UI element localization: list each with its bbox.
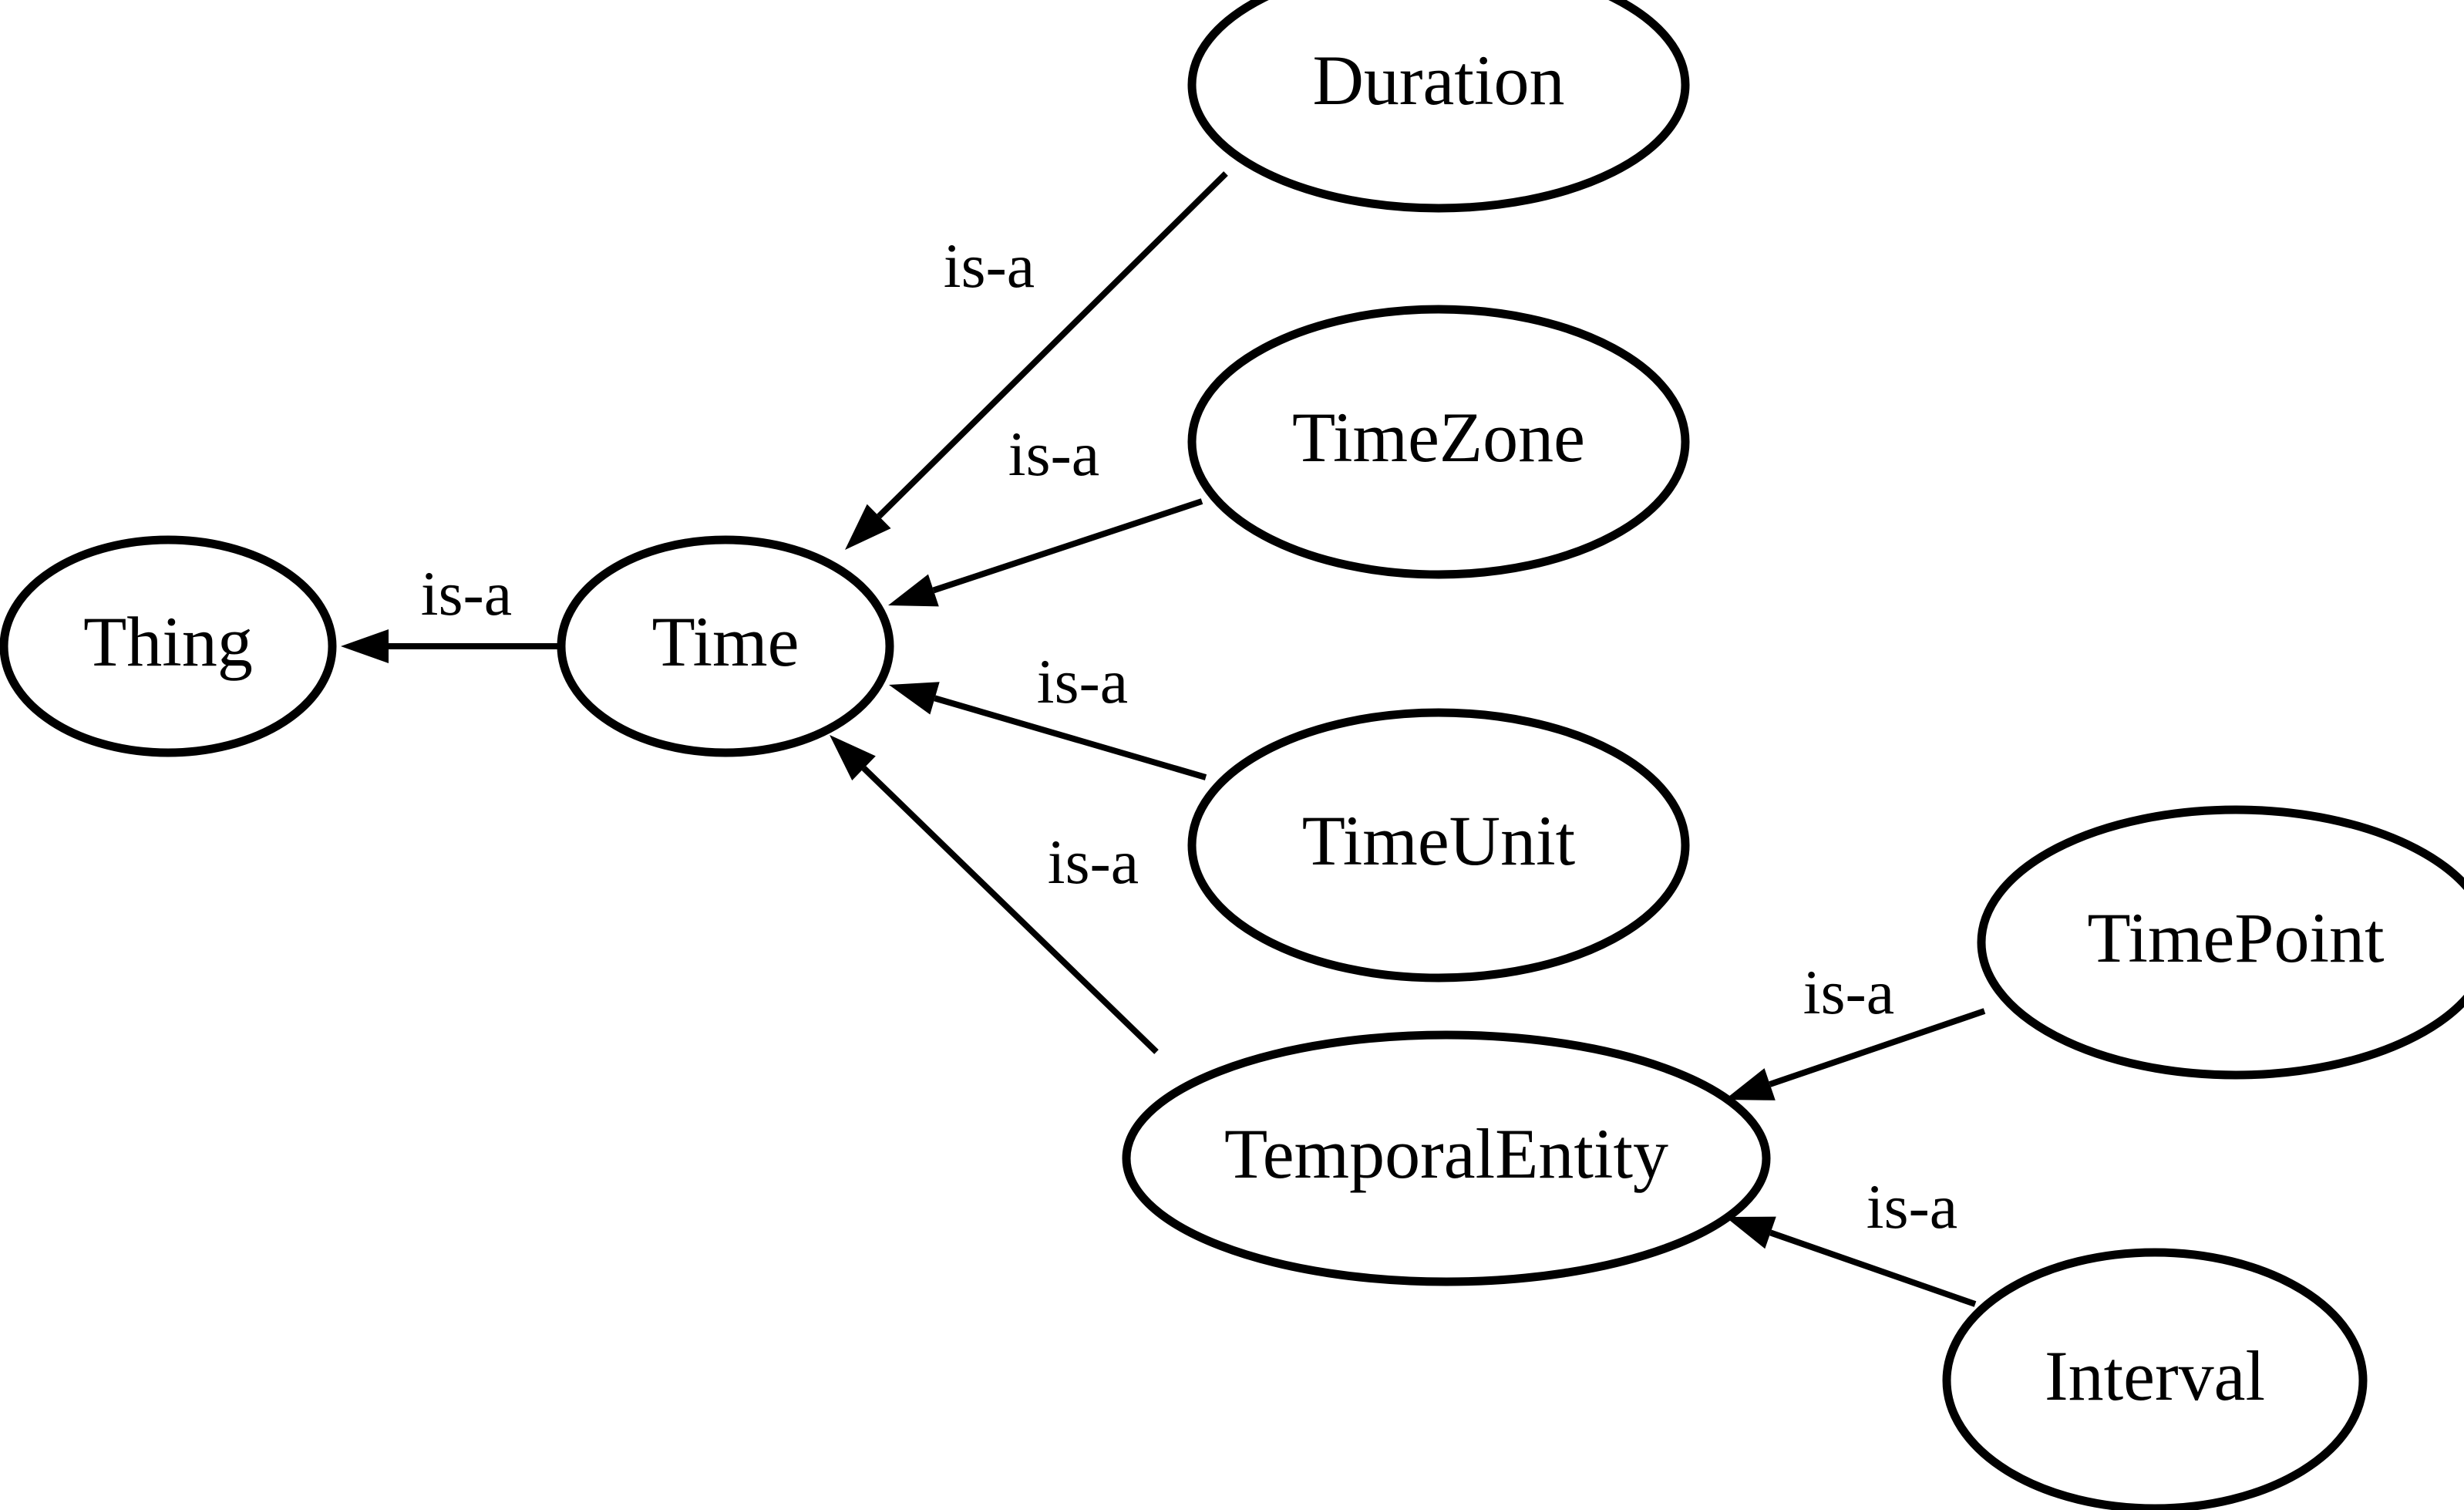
edge-line: [861, 766, 1159, 1054]
node-timeunit[interactable]: TimeUnit: [1187, 708, 1690, 983]
node-label: TimeZone: [1292, 398, 1585, 477]
arrowhead-icon: [1725, 1068, 1776, 1100]
node-ellipse[interactable]: [1187, 0, 1690, 213]
node-label: TimeUnit: [1302, 801, 1576, 880]
node-label: Time: [652, 602, 799, 681]
arrowhead-icon: [1725, 1216, 1776, 1249]
edge-line: [932, 498, 1203, 594]
edge-timezone-to-time: [888, 498, 1203, 607]
node-label: TemporalEntity: [1224, 1114, 1668, 1193]
edges-layer: [341, 171, 1986, 1307]
node-label: Interval: [2045, 1336, 2265, 1415]
node-ellipse[interactable]: [1942, 1248, 2368, 1510]
edge-interval-to-temporalentity: [1725, 1216, 1977, 1307]
node-time[interactable]: Time: [557, 535, 894, 757]
edge-label-timepoint-to-temporalentity: is-a: [1803, 957, 1894, 1027]
edge-label-time-to-thing: is-a: [421, 558, 512, 629]
edge-timepoint-to-temporalentity: [1725, 1008, 1986, 1100]
edge-temporalentity-to-time: [830, 735, 1159, 1054]
edge-duration-to-time: [845, 171, 1228, 550]
node-ellipse[interactable]: [1187, 708, 1690, 983]
edge-label-timezone-to-time: is-a: [1008, 419, 1099, 489]
node-temporalentity[interactable]: TemporalEntity: [1122, 1030, 1771, 1286]
node-ellipse[interactable]: [0, 535, 337, 757]
node-label: Duration: [1312, 41, 1564, 120]
node-duration[interactable]: Duration: [1187, 0, 1690, 213]
arrowhead-icon: [341, 629, 389, 663]
node-interval[interactable]: Interval: [1942, 1248, 2368, 1510]
edge-label-timeunit-to-time: is-a: [1037, 646, 1128, 716]
node-ellipse[interactable]: [1122, 1030, 1771, 1286]
node-timepoint[interactable]: TimePoint: [1977, 805, 2464, 1080]
node-ellipse[interactable]: [1977, 805, 2464, 1080]
edge-label-duration-to-time: is-a: [944, 231, 1035, 301]
arrowhead-icon: [888, 574, 939, 607]
edge-timeunit-to-time: [889, 682, 1207, 780]
edge-line: [1769, 1229, 1977, 1307]
node-ellipse[interactable]: [557, 535, 894, 757]
edge-time-to-thing: [341, 629, 561, 663]
edge-label-interval-to-temporalentity: is-a: [1867, 1171, 1957, 1242]
node-label: Thing: [83, 602, 253, 681]
node-label: TimePoint: [2087, 898, 2385, 977]
arrowhead-icon: [889, 682, 940, 715]
edge-line: [934, 695, 1207, 780]
edge-line: [1769, 1008, 1986, 1087]
arrowhead-icon: [830, 735, 876, 780]
edge-labels-layer: is-a is-a is-a is-a is-a is-a is-a: [421, 231, 1957, 1242]
arrowhead-icon: [845, 504, 891, 550]
edge-label-temporalentity-to-time: is-a: [1048, 827, 1139, 897]
edge-line: [877, 171, 1228, 519]
node-timezone[interactable]: TimeZone: [1187, 305, 1690, 579]
node-thing[interactable]: Thing: [0, 535, 337, 757]
node-ellipse[interactable]: [1187, 305, 1690, 579]
